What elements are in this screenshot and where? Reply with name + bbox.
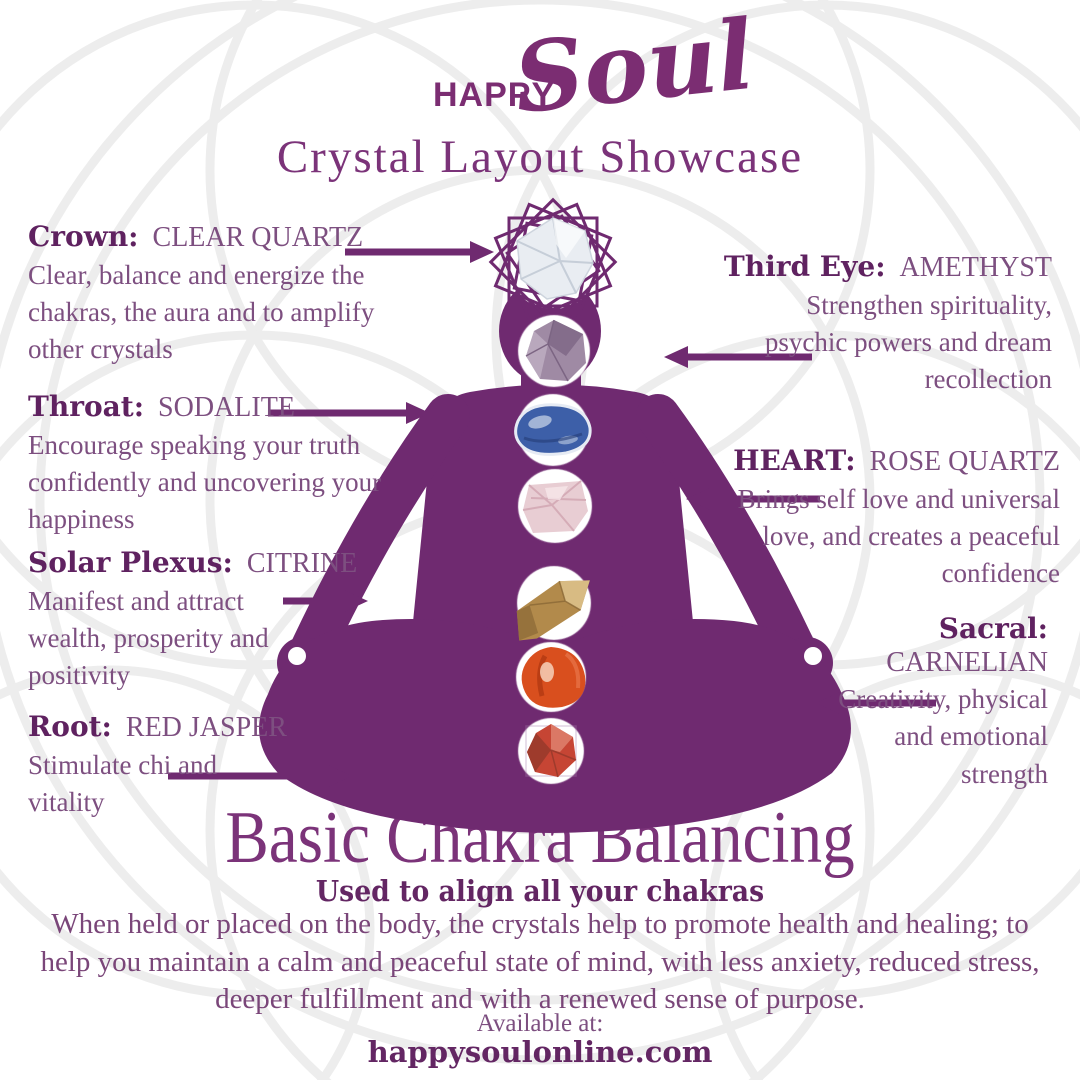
throat-crystal-name: SODALITE [158,392,295,423]
right-hand-mudra-hole [804,647,822,665]
solar-plexus-arrow [283,590,368,612]
third-eye-crystal-name: AMETHYST [899,252,1052,283]
sacral-crystal-name: CARNELIAN [886,646,1048,678]
solar-plexus-note: Solar Plexus: CITRINE Manifest and attra… [28,546,357,694]
sacral-label: Sacral: [938,612,1048,645]
heart-note: HEART: ROSE QUARTZ Brings self love and … [692,444,1060,592]
third-eye-note: Third Eye: AMETHYST Strengthen spiritual… [722,250,1052,398]
solar-plexus-description: Manifest and attract wealth, prosperity … [28,585,269,691]
solar-plexus-label: Solar Plexus: [28,546,233,579]
throat-note: Throat: SODALITE Encourage speaking your… [28,390,400,538]
clear-quartz-stone [516,217,594,300]
heart-heading: HEART: ROSE QUARTZ [692,444,1060,479]
throat-description: Encourage speaking your truth confidentl… [28,429,382,535]
third-eye-arrow [664,346,812,368]
root-crystal-name: RED JASPER [125,712,287,743]
website-url: happysoulonline.com [367,1035,713,1069]
root-arrow [168,765,352,787]
sacral-description: Creativity, physical and emotional stren… [838,684,1048,789]
sacral-heading: Sacral: CARNELIAN [808,612,1048,679]
crown-heading: Crown: CLEAR QUARTZ [28,220,390,255]
sodalite-stone [514,393,592,467]
crown-arrow [345,241,494,263]
footer-subheading: Used to align all your chakras [315,874,765,908]
page-title: Crystal Layout Showcase [276,131,804,183]
root-label: Root: [28,710,112,743]
carnelian-stone [515,641,587,713]
rose-quartz-stone [517,468,593,544]
amethyst-stone [517,314,591,388]
third-eye-label: Third Eye: [723,250,886,283]
crown-description: Clear, balance and energize the chakras,… [28,259,375,365]
crown-label: Crown: [28,220,139,253]
throat-heading: Throat: SODALITE [28,390,400,425]
third-eye-description: Strengthen spirituality, psychic powers … [764,289,1052,395]
available-at-label: Available at: [476,1010,604,1037]
logo-happy-text: HAPPY [433,76,556,114]
crown-crystal-name: CLEAR QUARTZ [152,222,364,253]
root-note: Root: RED JASPER Stimulate chi and vital… [28,710,287,821]
heart-label: HEART: [733,444,856,477]
footer-description: When held or placed on the body, the cry… [40,908,1040,1016]
left-hand-mudra-hole [288,647,306,665]
citrine-stone [516,565,592,641]
sacral-arrow [816,692,936,714]
sacral-note: Sacral: CARNELIAN Creativity, physical a… [808,612,1048,793]
red-jasper-stone [517,717,585,785]
root-description: Stimulate chi and vitality [28,749,217,817]
heart-crystal-name: ROSE QUARTZ [869,446,1060,477]
solar-plexus-crystal-name: CITRINE [246,548,358,579]
throat-label: Throat: [28,390,145,423]
heart-arrow [686,488,820,510]
throat-arrow [268,402,430,424]
heart-description: Brings self love and universal love, and… [737,483,1060,589]
third-eye-heading: Third Eye: AMETHYST [722,250,1052,285]
root-heading: Root: RED JASPER [28,710,287,745]
solar-plexus-heading: Solar Plexus: CITRINE [28,546,357,581]
crown-note: Crown: CLEAR QUARTZ Clear, balance and e… [28,220,390,368]
